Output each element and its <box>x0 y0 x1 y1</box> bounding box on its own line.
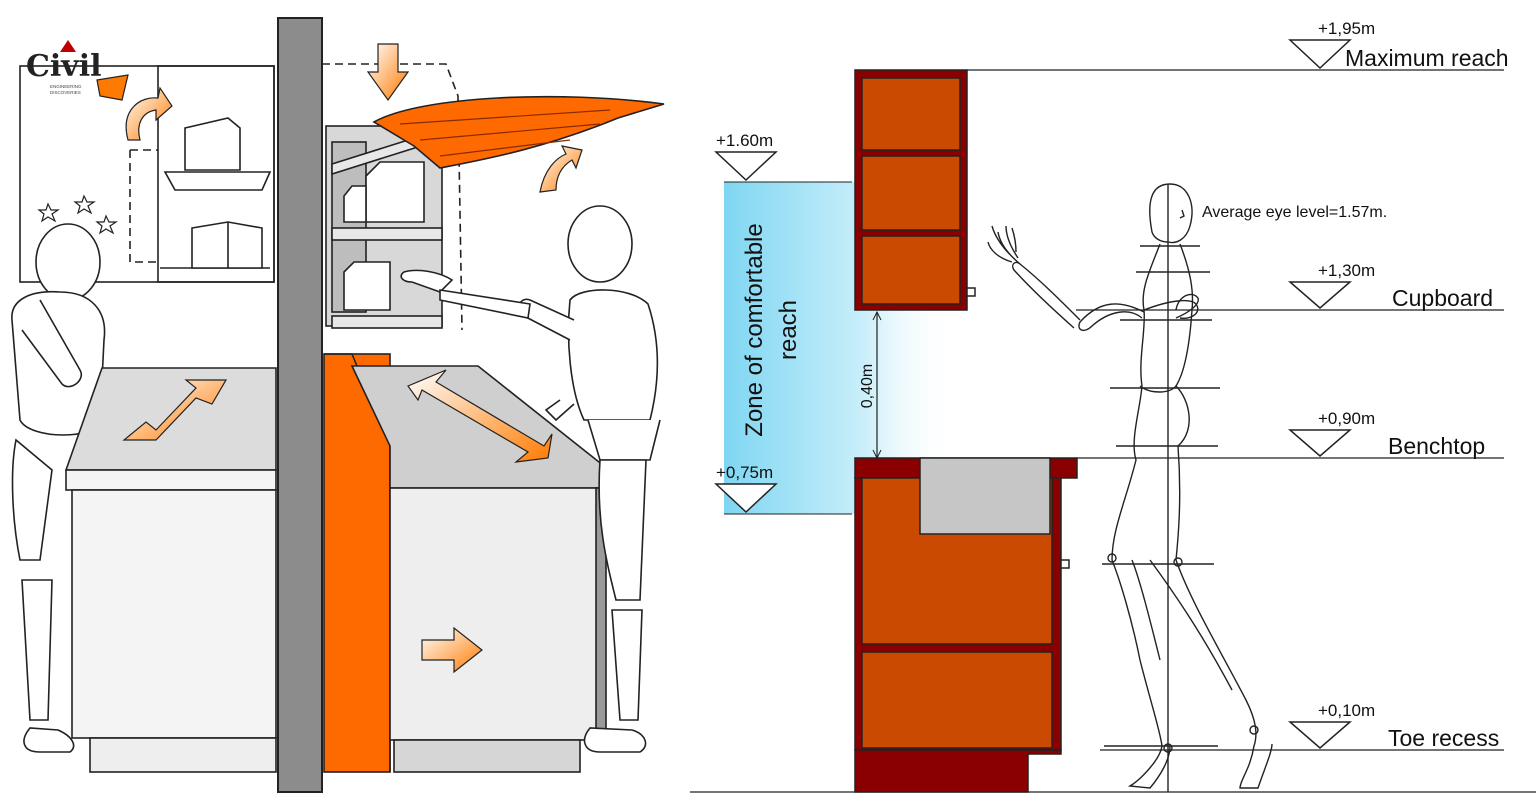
left-wall-cupboard <box>19 65 275 283</box>
eye-level-label: Average eye level=1.57m. <box>1202 204 1387 221</box>
level-marker-toe-recess: +0,10m Toe recess <box>1287 701 1499 751</box>
svg-text:+1.60m: +1.60m <box>716 131 773 150</box>
level-marker-comfort-bottom: +0,75m <box>714 463 778 514</box>
level-marker-comfort-top: +1.60m <box>714 131 778 182</box>
depth-arrow-right <box>407 369 553 463</box>
down-arrow <box>366 43 410 102</box>
level-marker-max-reach: +1,95m Maximum reach <box>1288 19 1509 71</box>
level-marker-cupboard: +1,30m Cupboard <box>1287 261 1493 311</box>
lift-up-door <box>372 95 665 169</box>
svg-text:+1,95m: +1,95m <box>1318 19 1375 38</box>
dividing-wall <box>277 17 323 793</box>
right-wall-cupboard <box>322 63 463 331</box>
left-mannequin <box>11 223 109 753</box>
left-counter <box>64 367 277 773</box>
civil-logo: Civil ENGINEERING DISCOVERIES <box>26 40 102 95</box>
svg-text:Cupboard: Cupboard <box>1392 285 1493 311</box>
swing-arrow <box>96 74 129 101</box>
swing-arrow-2 <box>125 86 173 141</box>
svg-text:Benchtop: Benchtop <box>1388 433 1485 459</box>
svg-text:reach: reach <box>775 300 802 360</box>
svg-text:Maximum reach: Maximum reach <box>1345 45 1509 71</box>
svg-text:Zone of comfortable: Zone of comfortable <box>741 223 768 436</box>
svg-text:+1,30m: +1,30m <box>1318 261 1375 280</box>
right-counter <box>323 353 607 773</box>
svg-text:Toe recess: Toe recess <box>1388 725 1499 751</box>
left-panel-sketch: Civil ENGINEERING DISCOVERIES <box>11 17 665 793</box>
logo-subtitle-2: DISCOVERIES <box>50 90 81 95</box>
standing-figure <box>987 183 1273 792</box>
upper-cabinet <box>854 69 976 311</box>
right-mannequin <box>400 205 661 753</box>
level-marker-benchtop: +0,90m Benchtop <box>1287 409 1485 459</box>
depth-arrow-left <box>122 379 228 441</box>
right-panel-elevation: Zone of comfortable reach +1.60m +0,75m … <box>690 19 1536 793</box>
up-arrow <box>539 145 583 193</box>
pull-out-arrow <box>421 626 483 674</box>
svg-text:+0,75m: +0,75m <box>716 463 773 482</box>
level-lines <box>690 69 1536 793</box>
svg-text:0,40m: 0,40m <box>859 364 876 408</box>
logo-subtitle-1: ENGINEERING <box>50 84 82 89</box>
lower-cabinet <box>854 457 1078 793</box>
comfort-zone-caption: Zone of comfortable reach <box>741 223 802 436</box>
svg-text:+0,10m: +0,10m <box>1318 701 1375 720</box>
svg-text:+0,90m: +0,90m <box>1318 409 1375 428</box>
